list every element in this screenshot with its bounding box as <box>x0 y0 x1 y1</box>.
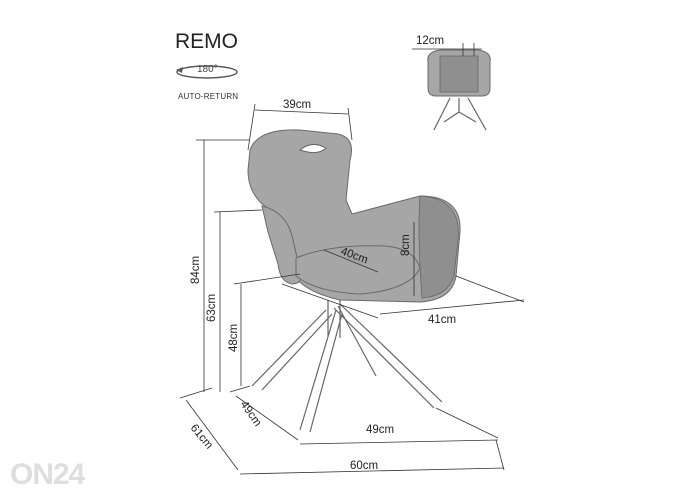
rotation-feature-label: AUTO-RETURN <box>178 92 238 101</box>
dim-top-handle-width: 12cm <box>416 35 444 47</box>
rotation-label: 180° <box>197 64 218 75</box>
dim-base-width: 49cm <box>366 424 394 436</box>
dim-total-height: 84cm <box>190 256 202 284</box>
dim-total-depth: 61cm <box>188 422 215 451</box>
dim-line-back-width <box>247 103 353 151</box>
dim-line-base-width <box>299 407 499 445</box>
dim-base-depth: 49cm <box>238 399 264 429</box>
dim-line-base-depth <box>229 385 299 441</box>
dim-line-total-depth <box>179 387 239 471</box>
dim-line-total-height <box>196 139 250 392</box>
dim-armrest-height: 8cm <box>400 234 412 256</box>
dim-line-seat-height <box>233 273 301 386</box>
dim-line-total-width <box>239 439 505 475</box>
dim-armrest-floor-height: 63cm <box>206 294 218 322</box>
product-title: REMO <box>175 30 238 53</box>
dim-seat-height: 48cm <box>228 324 240 352</box>
watermark-logo: ON24 <box>10 458 86 491</box>
chair-main-view <box>247 129 461 433</box>
dim-line-seat-width <box>281 275 525 319</box>
dim-line-armrest-floor-height <box>213 209 263 392</box>
dim-line-top-handle <box>412 43 482 56</box>
dim-line-seat-depth <box>323 249 379 273</box>
dim-back-width: 39cm <box>283 99 311 111</box>
chair-back-view <box>427 49 491 131</box>
dim-total-width: 60cm <box>350 460 378 472</box>
dim-seat-width: 41cm <box>428 314 456 326</box>
rotation-icon <box>176 65 238 79</box>
